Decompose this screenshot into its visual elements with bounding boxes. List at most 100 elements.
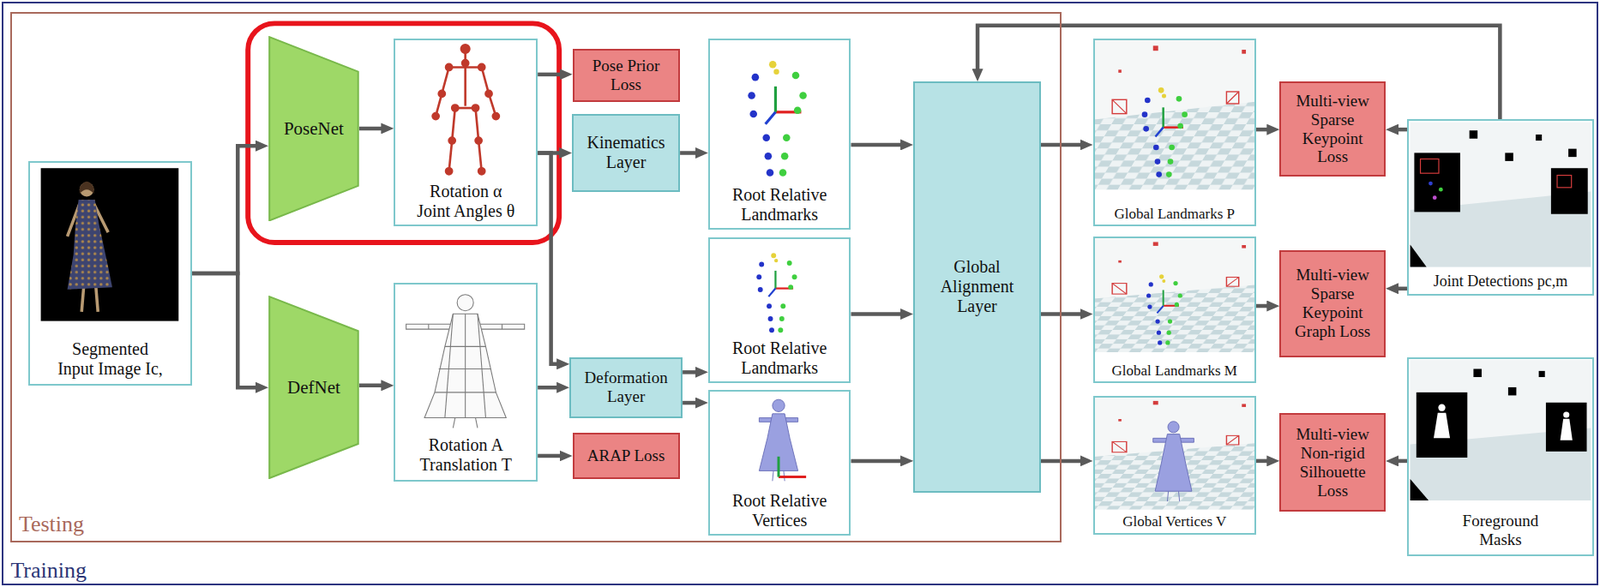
node-label: Joint Angles θ — [416, 201, 515, 222]
node-label: Global Landmarks P — [1113, 205, 1235, 223]
flow-arrow — [537, 454, 565, 459]
skeleton-figure — [451, 104, 458, 111]
posed-mesh — [1154, 434, 1192, 493]
node-label: Joint Detections pc,m — [1433, 272, 1568, 291]
loss-box: Multi-view Sparse Keypoint Loss — [1279, 81, 1386, 177]
camera-views — [1410, 122, 1592, 268]
camera-views — [1504, 152, 1514, 162]
mask-views — [1410, 360, 1592, 501]
posed-mesh — [777, 457, 781, 478]
template-mesh — [501, 324, 503, 330]
skeleton-figure — [478, 168, 485, 175]
loss-box: ARAP Loss — [572, 433, 680, 481]
testing-region: TestingSegmented Input Image Ic,PoseNetR… — [10, 12, 1062, 543]
template-mesh — [457, 294, 474, 312]
template-mesh — [452, 418, 455, 429]
skeleton-figure — [433, 44, 500, 175]
node-label: Multi-view Sparse Keypoint Graph Loss — [1286, 265, 1379, 341]
flow-arrow — [192, 145, 261, 274]
input-photo — [96, 287, 98, 313]
node-label: Translation T — [420, 455, 512, 476]
landmark-points — [747, 60, 807, 177]
node-label: ARAP Loss — [587, 446, 666, 466]
layer-box: Global Alignment Layer — [913, 81, 1041, 494]
node-label: Root Relative Vertices — [723, 491, 836, 531]
flow-arrow — [537, 385, 562, 391]
input-photo — [81, 287, 84, 313]
skeleton-figure — [445, 64, 452, 71]
mask-views — [1563, 411, 1570, 418]
skeleton-figure — [449, 108, 456, 172]
mask-views — [1560, 419, 1573, 441]
flow-arrow — [850, 143, 906, 148]
template-mesh — [439, 368, 492, 370]
skeleton-figure — [439, 90, 446, 97]
node-label: PoseNet — [283, 118, 344, 139]
node-label: Foreground Masks — [1449, 511, 1552, 550]
posed-mesh — [1167, 421, 1179, 434]
node-label: Root Relative Landmarks — [723, 338, 836, 379]
posed-mesh — [1178, 491, 1180, 502]
mask-views — [1545, 403, 1588, 452]
mask-views — [1416, 392, 1468, 458]
global-scene — [1094, 396, 1256, 511]
network-block: DefNet — [268, 295, 360, 480]
flow-arrow — [537, 153, 562, 365]
skeleton-figure — [472, 104, 479, 111]
highlight-outline — [247, 23, 560, 243]
flow-arrow — [1256, 304, 1272, 309]
camera-views — [1428, 181, 1433, 187]
image-panel: Global Landmarks P — [1093, 38, 1257, 227]
flow-arrow — [192, 273, 261, 388]
camera-views — [1432, 195, 1438, 200]
skeleton-figure — [475, 108, 482, 172]
loss-box: Pose Prior Loss — [572, 48, 680, 103]
flow-arrow — [679, 150, 701, 156]
template-mesh — [424, 313, 506, 418]
image-panel: Root Relative Vertices — [708, 390, 852, 536]
node-label: Multi-view Sparse Keypoint Loss — [1286, 91, 1379, 167]
flow-arrow — [850, 459, 906, 464]
skeleton-figure — [462, 60, 469, 67]
flow-arrow — [1393, 459, 1408, 464]
image-panel: Rotation αJoint Angles θ — [393, 38, 538, 227]
flow-arrow — [1040, 459, 1086, 464]
camera-views — [1557, 175, 1572, 188]
flow-arrow — [682, 370, 701, 375]
image-panel: Joint Detections pc,m — [1407, 119, 1594, 296]
mask-views — [1410, 360, 1592, 501]
camera-views — [1410, 122, 1592, 268]
camera-views — [1410, 244, 1427, 267]
skeleton-figure — [433, 113, 440, 120]
posed-mesh — [772, 470, 774, 482]
posed-mesh — [772, 399, 785, 412]
mask-views — [1437, 404, 1445, 412]
camera-views — [1420, 159, 1439, 175]
node-label: Global Vertices V — [1122, 513, 1227, 531]
camera-views — [1568, 149, 1577, 158]
template-mesh — [464, 313, 466, 418]
node-label: Rotation A — [428, 435, 504, 456]
camera-views — [1438, 187, 1444, 193]
flow-arrow — [1040, 312, 1086, 317]
skeleton-figure — [493, 113, 500, 120]
landmark-points — [756, 252, 797, 333]
flow-arrow — [359, 384, 386, 389]
layer-box: Kinematics Layer — [571, 114, 680, 192]
mask-views — [1508, 387, 1517, 397]
node-label: Root Relative Landmarks — [723, 185, 836, 225]
mask-views — [1433, 413, 1450, 440]
loss-box: Multi-view Non-rigid Silhouette Loss — [1279, 413, 1386, 512]
node-label: Kinematics Layer — [577, 132, 674, 173]
node-label: Segmented Input Image Ic, — [53, 339, 169, 379]
skeleton-figure — [481, 66, 497, 116]
camera-views — [1535, 134, 1542, 141]
region-label: Testing — [18, 511, 85, 538]
input-photo — [79, 181, 95, 194]
mask-views — [1539, 371, 1546, 378]
template-mesh — [477, 313, 487, 418]
camera-views — [1413, 152, 1461, 212]
input-photo — [41, 168, 180, 321]
flow-arrow — [537, 72, 565, 78]
